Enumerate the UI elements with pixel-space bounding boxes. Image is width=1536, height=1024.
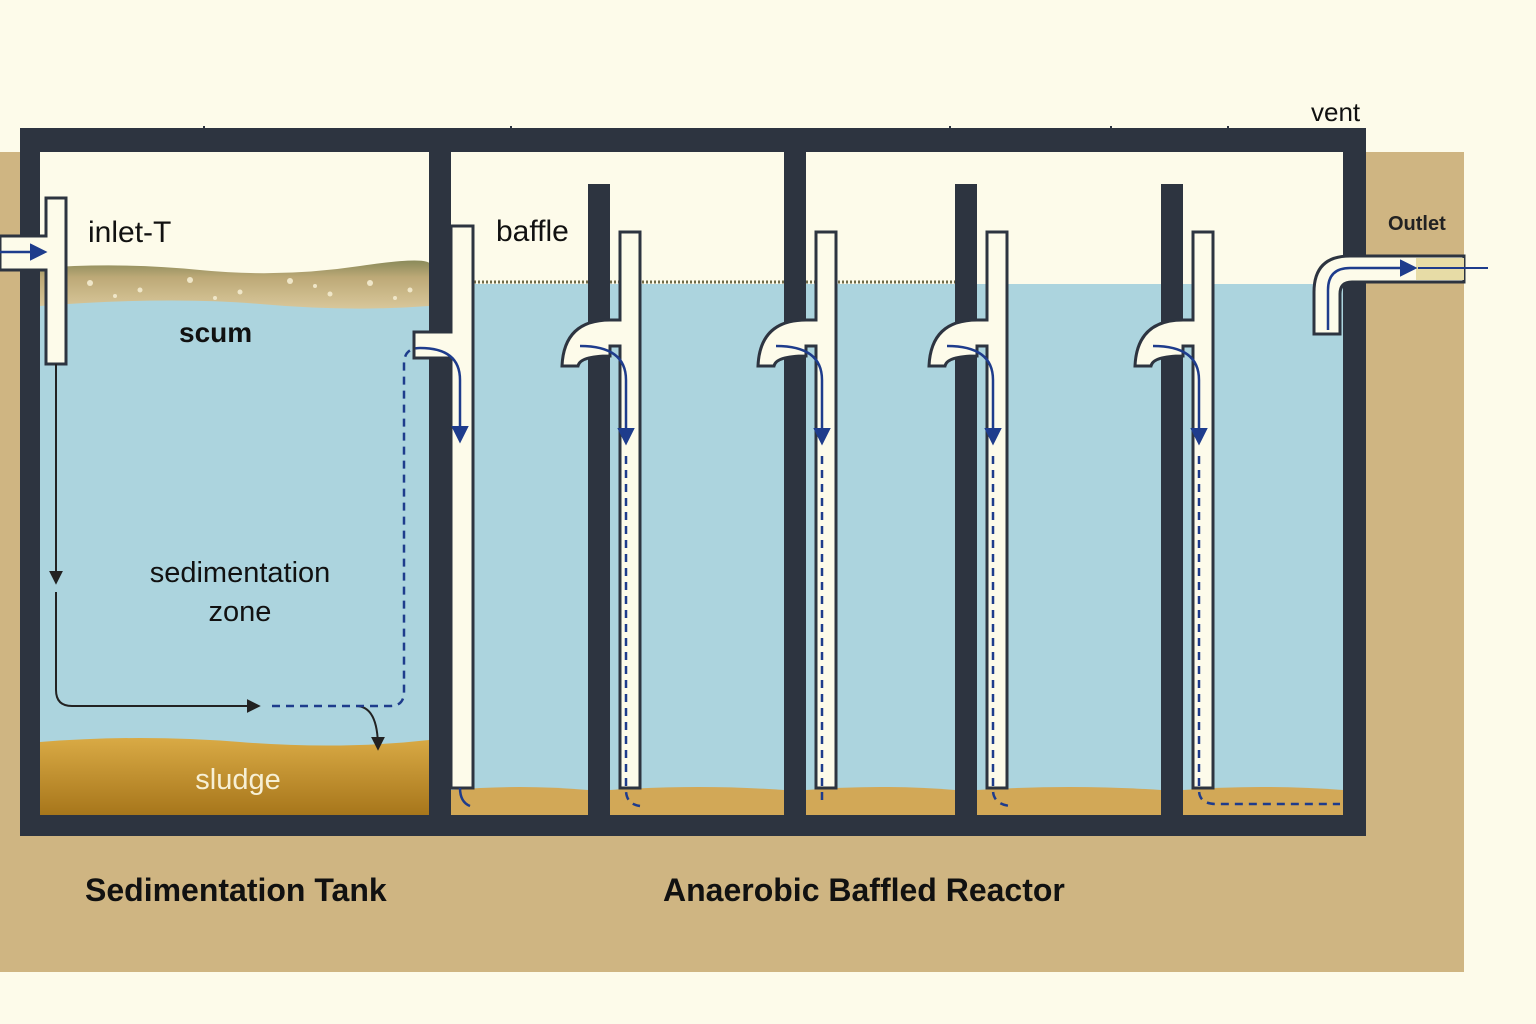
vent-label: vent	[1311, 97, 1361, 127]
sedimentation-zone-label-line1: sedimentation	[150, 557, 331, 589]
sedimentation-zone-label-line2: zone	[209, 596, 272, 628]
reactor-flow-arrows	[579, 344, 1340, 808]
sludge-layer-tank	[40, 738, 429, 815]
sedimentation-tank-title: Sedimentation Tank	[85, 872, 387, 908]
outlet-flow-arrow	[1326, 259, 1418, 330]
baffle-label: baffle	[496, 215, 569, 248]
flow-arrow-dashed-rise	[272, 346, 421, 708]
anaerobic-baffled-reactor-title: Anaerobic Baffled Reactor	[663, 872, 1065, 908]
partition-walls	[429, 152, 806, 815]
sludge-layer-reactor	[451, 787, 1343, 815]
scum-label: scum	[179, 317, 252, 348]
flow-arrow-transfer-exit	[458, 787, 471, 808]
inlet-t-label: inlet-T	[88, 216, 171, 249]
outlet-label: Outlet	[1388, 213, 1446, 235]
inlet-t-pipe	[0, 196, 68, 366]
vent-ticks	[203, 126, 1229, 130]
flow-arrow-along-bottom	[55, 592, 261, 713]
water-body	[40, 284, 1343, 815]
scum-layer	[40, 260, 431, 309]
flow-arrow-transfer	[419, 346, 469, 444]
sludge-label: sludge	[195, 764, 280, 796]
reactor-down-pipes	[560, 230, 1215, 790]
scum-texture	[87, 277, 413, 300]
